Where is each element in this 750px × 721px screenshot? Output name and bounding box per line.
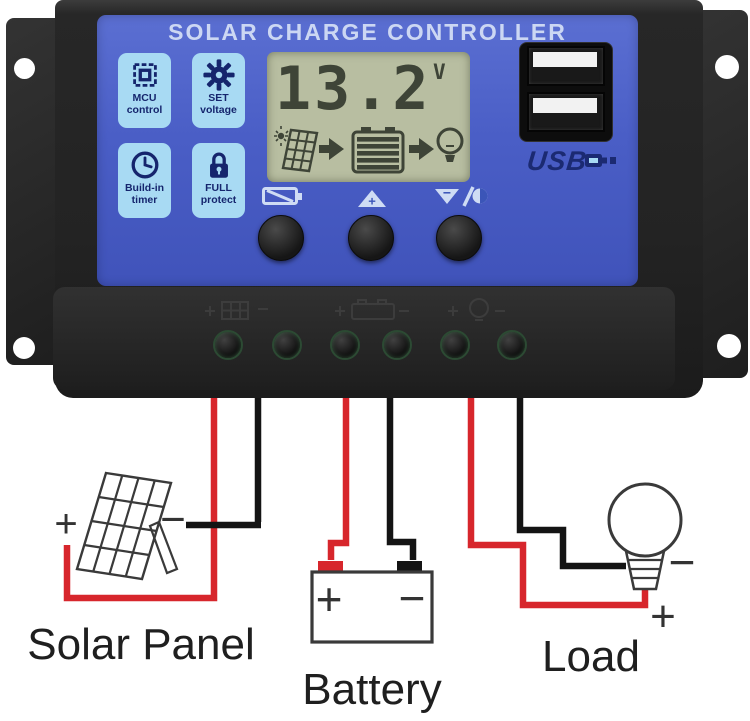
gear-icon: [202, 59, 235, 91]
load-label: Load: [542, 632, 640, 681]
lcd-display: 13.2 V: [267, 52, 470, 182]
emboss-plus: [335, 306, 345, 316]
solar-positive-wire: [63, 350, 218, 602]
badge-label: protect: [200, 194, 237, 207]
voltage-readout: 13.2: [275, 54, 432, 124]
terminal-screw-battery-positive: [330, 330, 360, 360]
battery-icon: [351, 127, 405, 174]
down-hint-minus: −: [443, 185, 451, 201]
arrow-right-icon: [409, 138, 434, 160]
badge-buildin-timer: Build-in timer: [118, 143, 171, 218]
solar-panel-minus: −: [160, 495, 186, 544]
battery-body: [310, 570, 434, 644]
battery-positive-terminal: [318, 561, 343, 573]
usb-port-2-tongue: [533, 98, 597, 113]
mounting-hole-top-right: [715, 55, 739, 79]
terminal-emboss-icons: [205, 298, 505, 321]
up-hint-plus: +: [368, 194, 376, 209]
terminal-screw-load-negative: [497, 330, 527, 360]
down-light-button[interactable]: [436, 215, 482, 261]
mounting-hole-bottom-left: [13, 337, 35, 359]
sun-icon: [274, 126, 289, 146]
load-minus: −: [669, 536, 696, 588]
mcu-chip-icon: [132, 63, 157, 87]
battery-wires: [327, 350, 417, 560]
up-plus-icon: +: [358, 190, 386, 209]
badge-full-protect: FULL protect: [192, 143, 245, 218]
badge-label: control: [126, 104, 163, 117]
lcd-flow-icons: [273, 124, 464, 176]
battery-select-button[interactable]: [258, 215, 304, 261]
badge-label: Build-in: [124, 182, 165, 194]
emboss-bulb-icon: [469, 298, 489, 318]
usb-plug-icon: [585, 154, 616, 167]
clock-icon: [131, 151, 158, 179]
badge-label: FULL: [205, 182, 232, 194]
solar-panel-label: Solar Panel: [27, 620, 254, 669]
up-button[interactable]: [348, 215, 394, 261]
usb-port-1-tongue: [533, 52, 597, 67]
usb-label: USB: [525, 146, 589, 176]
emboss-battery-icon: [351, 303, 395, 320]
bulb-icon: [436, 127, 464, 162]
badge-set-voltage: SET voltage: [192, 53, 245, 128]
mounting-hole-bottom-right: [717, 334, 741, 358]
battery-minus: −: [399, 572, 426, 624]
battery-charge-icon: [262, 187, 302, 205]
load-plus: +: [650, 592, 676, 641]
terminal-screw-load-positive: [440, 330, 470, 360]
battery-positive-wire: [327, 350, 350, 560]
solar-panel-symbol: [77, 473, 177, 579]
load-positive-wire: [467, 350, 649, 609]
battery-plus: +: [316, 573, 343, 625]
badge-label: timer: [131, 194, 158, 207]
emboss-plus: [205, 306, 215, 316]
bulb-threads: [628, 558, 662, 580]
device-title: SOLAR CHARGE CONTROLLER: [168, 19, 567, 45]
badge-label: voltage: [200, 104, 237, 117]
solar-panel-plus: +: [54, 502, 77, 546]
terminal-screw-solar-negative: [272, 330, 302, 360]
voltage-unit: V: [433, 60, 446, 84]
bulb-globe: [607, 482, 683, 558]
battery-label: Battery: [302, 665, 441, 714]
emboss-plus: [448, 306, 458, 316]
load-wires: [467, 350, 649, 609]
badge-label: MCU: [132, 92, 157, 104]
mounting-hole-top-left: [14, 58, 35, 79]
load-negative-wire: [516, 350, 626, 570]
battery-negative-wire: [386, 350, 417, 560]
battery-negative-terminal: [397, 561, 422, 573]
badge-mcu-control: MCU control: [118, 53, 171, 128]
terminal-screw-battery-negative: [382, 330, 412, 360]
arrow-right-icon: [319, 138, 344, 160]
down-minus-lamp-icon: −: [435, 185, 488, 207]
battery-symbol: + −: [310, 561, 434, 644]
solar-panel-icon: [283, 130, 317, 171]
terminal-screw-solar-positive: [213, 330, 243, 360]
badge-label: SET: [208, 92, 229, 104]
padlock-icon: [209, 152, 228, 178]
load-bulb-symbol: [607, 482, 683, 591]
panel-stand-leg: [148, 520, 179, 575]
